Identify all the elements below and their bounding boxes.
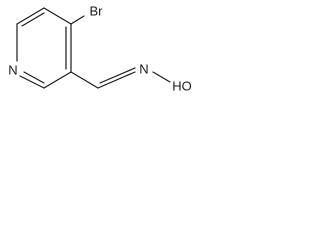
ring-nitrogen-label: N [8,63,17,78]
ring-bond-n1-c2 [19,75,45,89]
structure-diagram: Br N N HO [8,4,192,94]
ring-bond-c5-c6 [16,7,45,25]
bond-c3-ch [70,71,99,89]
bond-ch-n-double-2 [99,67,136,84]
bond-ch-n-double-1 [97,71,136,89]
hydroxyl-label: HO [172,79,192,94]
ring-bond-n1-c2-inner [23,71,45,84]
bond-n-o [152,71,171,83]
bond-c4-br [70,15,85,25]
ring-bond-c4-c5 [43,7,72,25]
ring-bond-c2-c3 [43,71,72,89]
bromine-label: Br [90,4,104,19]
oxime-nitrogen-label: N [139,62,148,77]
ring-bond-c5-c6-inner [21,12,45,27]
